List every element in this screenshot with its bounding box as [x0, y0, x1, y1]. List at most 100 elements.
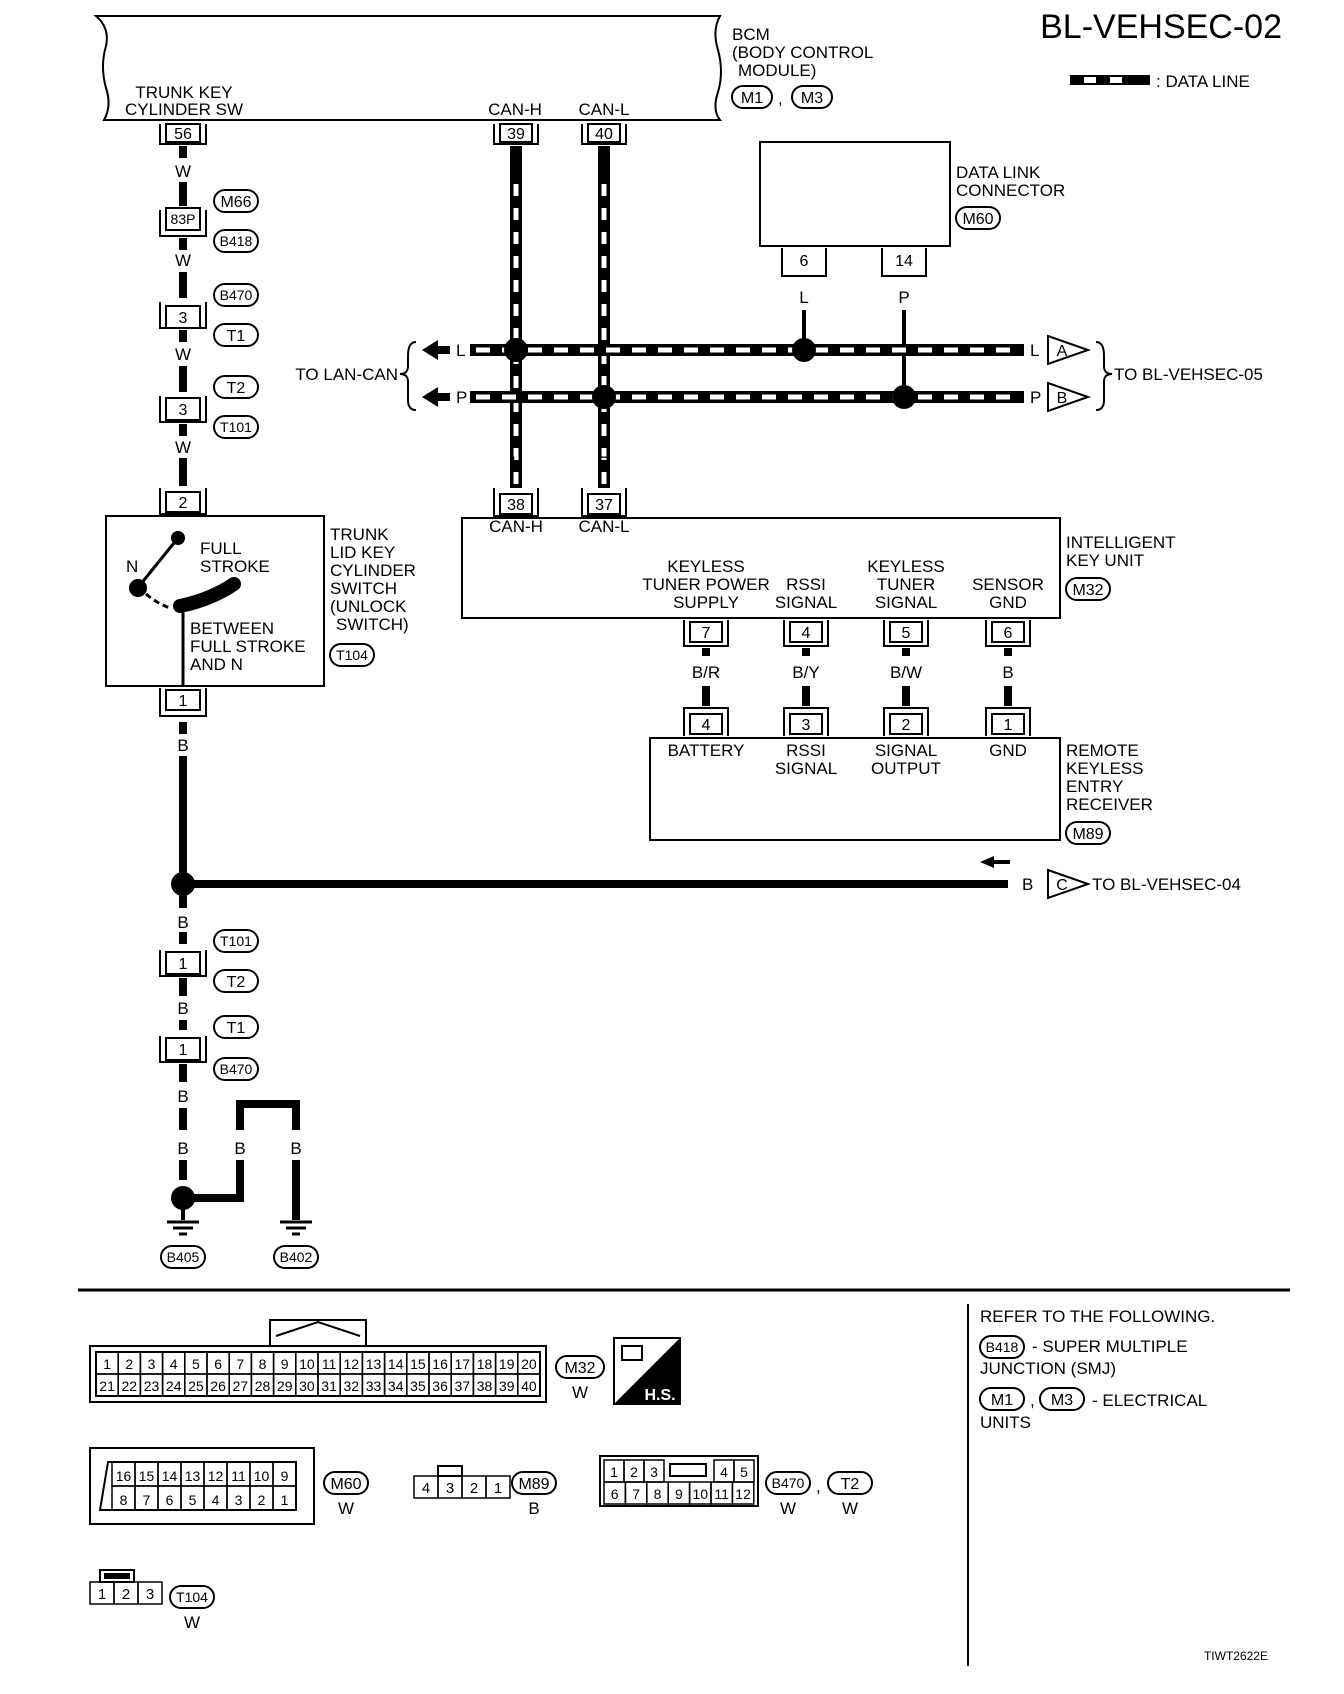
svg-text:3: 3 — [179, 402, 188, 419]
rke-t1-label: GND — [989, 741, 1027, 760]
to-vehsec05-label: TO BL-VEHSEC-05 — [1114, 365, 1263, 384]
iku-pin-37: 37 — [581, 488, 627, 517]
b470-view-sep: , — [816, 1477, 821, 1496]
m32-row1-pin: 17 — [455, 1356, 471, 1372]
rke-t3-line2: SIGNAL — [775, 759, 837, 778]
m60-row2-pin: 2 — [258, 1492, 266, 1508]
m89-pin: 2 — [470, 1480, 478, 1497]
m60-row2-pin: 8 — [120, 1492, 128, 1508]
trunk-sw-full-1: FULL — [200, 539, 242, 558]
m32-view-color: W — [572, 1383, 588, 1402]
m60-row1-pin: 13 — [185, 1468, 201, 1484]
left-chain-wires — [171, 146, 1008, 1220]
m32-view-id: M32 — [564, 1360, 595, 1377]
trunk-sw-name-4: SWITCH — [330, 579, 397, 598]
m32-row2-pin: 22 — [122, 1378, 138, 1394]
svg-text:M66: M66 — [220, 194, 251, 211]
m32-row2-pin: 35 — [410, 1378, 426, 1394]
svg-text:T2: T2 — [227, 974, 246, 991]
data-line-legend-label: : DATA LINE — [1156, 72, 1250, 91]
m89-pin: 3 — [446, 1480, 454, 1497]
bcm-name-1: BCM — [732, 25, 770, 44]
b470-row2-pin: 11 — [714, 1486, 729, 1502]
svg-text:40: 40 — [595, 126, 613, 143]
b470-row2-pin: 12 — [735, 1486, 751, 1502]
trunk-sw-between-2: FULL STROKE — [190, 637, 306, 656]
trunk-sw-name-2: LID KEY — [330, 543, 395, 562]
hs-badge: H.S. — [613, 1337, 681, 1405]
m32-row1-pin: 12 — [344, 1356, 360, 1372]
svg-text:6: 6 — [800, 253, 809, 270]
b470-row1a-pin: 3 — [650, 1464, 658, 1480]
svg-text:1: 1 — [1004, 717, 1013, 734]
m32-row2-pin: 21 — [99, 1378, 115, 1394]
m32-row2-pin: 31 — [321, 1378, 337, 1394]
dlc-wire-p: P — [898, 288, 909, 307]
wire-b-r: B/R — [692, 663, 720, 682]
trunk-sw-between-3: AND N — [190, 655, 243, 674]
trunk-switch-pin-1: 1 — [159, 688, 207, 717]
t2-view-id: T2 — [841, 1476, 860, 1493]
svg-text:38: 38 — [507, 497, 525, 514]
bcm-trunk-sw-2: CYLINDER SW — [125, 100, 243, 119]
b470-view-color: W — [780, 1499, 796, 1518]
m60-row2-pin: 6 — [166, 1492, 174, 1508]
bcm-box — [93, 15, 723, 121]
iku-pin-38: 38 — [493, 488, 539, 517]
svg-text:B470: B470 — [220, 287, 253, 303]
svg-text:T101: T101 — [220, 419, 252, 435]
rke-name-4: RECEIVER — [1066, 795, 1153, 814]
svg-text:1: 1 — [179, 1042, 188, 1059]
trunk-sw-connector-id: T104 — [336, 647, 368, 663]
m32-row1-pin: 13 — [366, 1356, 382, 1372]
rke-top-pins: 4 3 2 1 — [683, 707, 1031, 736]
joint-1: 3 B470 T1 — [159, 283, 259, 347]
m32-row1-pin: 9 — [281, 1356, 289, 1372]
rke-t3-line1: RSSI — [786, 741, 826, 760]
t104-pin: 3 — [146, 1586, 154, 1603]
iku-t6-line1: SENSOR — [972, 575, 1044, 594]
can-l-top-color: P — [598, 163, 609, 182]
svg-text:B418: B418 — [220, 233, 253, 249]
m32-row1-pin: 3 — [148, 1356, 156, 1372]
m32-row1-pin: 16 — [432, 1356, 448, 1372]
refer-item1-line1: - SUPER MULTIPLE — [1032, 1337, 1188, 1356]
dlc-wire-l: L — [799, 288, 808, 307]
can-h-bottom-color: L — [511, 453, 520, 472]
m32-row1-pin: 5 — [192, 1356, 200, 1372]
m32-row1-pin: 1 — [103, 1356, 111, 1372]
m32-row2-pin: 23 — [144, 1378, 160, 1394]
bcm-pin-39: 39 — [493, 123, 539, 145]
svg-text:B470: B470 — [220, 1061, 253, 1077]
dlc-name-2: CONNECTOR — [956, 181, 1065, 200]
m32-row2-pin: 29 — [277, 1378, 293, 1394]
can-data-lines — [470, 146, 1024, 488]
trunk-sw-full-2: STROKE — [200, 557, 270, 576]
m60-view-color: W — [338, 1499, 354, 1518]
iku-t7-line1: KEYLESS — [667, 557, 745, 576]
image-code: TIWT2622E — [1204, 1649, 1268, 1663]
rke-name-1: REMOTE — [1066, 741, 1139, 760]
svg-text:H.S.: H.S. — [644, 1387, 675, 1404]
m32-row2-pin: 27 — [233, 1378, 249, 1394]
bcm-name-2: (BODY CONTROL — [732, 43, 873, 62]
m60-row1-pin: 16 — [116, 1468, 132, 1484]
bcm-conn-sep: , — [778, 89, 783, 108]
can-l-bottom-color: P — [598, 453, 609, 472]
m32-row2-pin: 26 — [210, 1378, 226, 1394]
rke-connector-id: M89 — [1072, 826, 1103, 843]
refer-sep: , — [1030, 1391, 1035, 1410]
joint-4: 1 T1 B470 — [159, 1015, 259, 1081]
m32-row1-pin: 6 — [214, 1356, 222, 1372]
to-vehsec05-markers: L P A B — [1030, 334, 1113, 413]
refer-m3: M3 — [1051, 1392, 1073, 1409]
trunk-sw-name-1: TRUNK — [330, 525, 389, 544]
svg-text:T1: T1 — [227, 328, 246, 345]
bcm-pin-40: 40 — [581, 123, 627, 145]
svg-text:83P: 83P — [171, 211, 196, 227]
m32-row2-pin: 25 — [188, 1378, 204, 1394]
refer-heading: REFER TO THE FOLLOWING. — [980, 1307, 1215, 1326]
trunk-sw-name-5: (UNLOCK — [330, 597, 407, 616]
bcm-trunk-sw-1: TRUNK KEY — [135, 83, 232, 102]
